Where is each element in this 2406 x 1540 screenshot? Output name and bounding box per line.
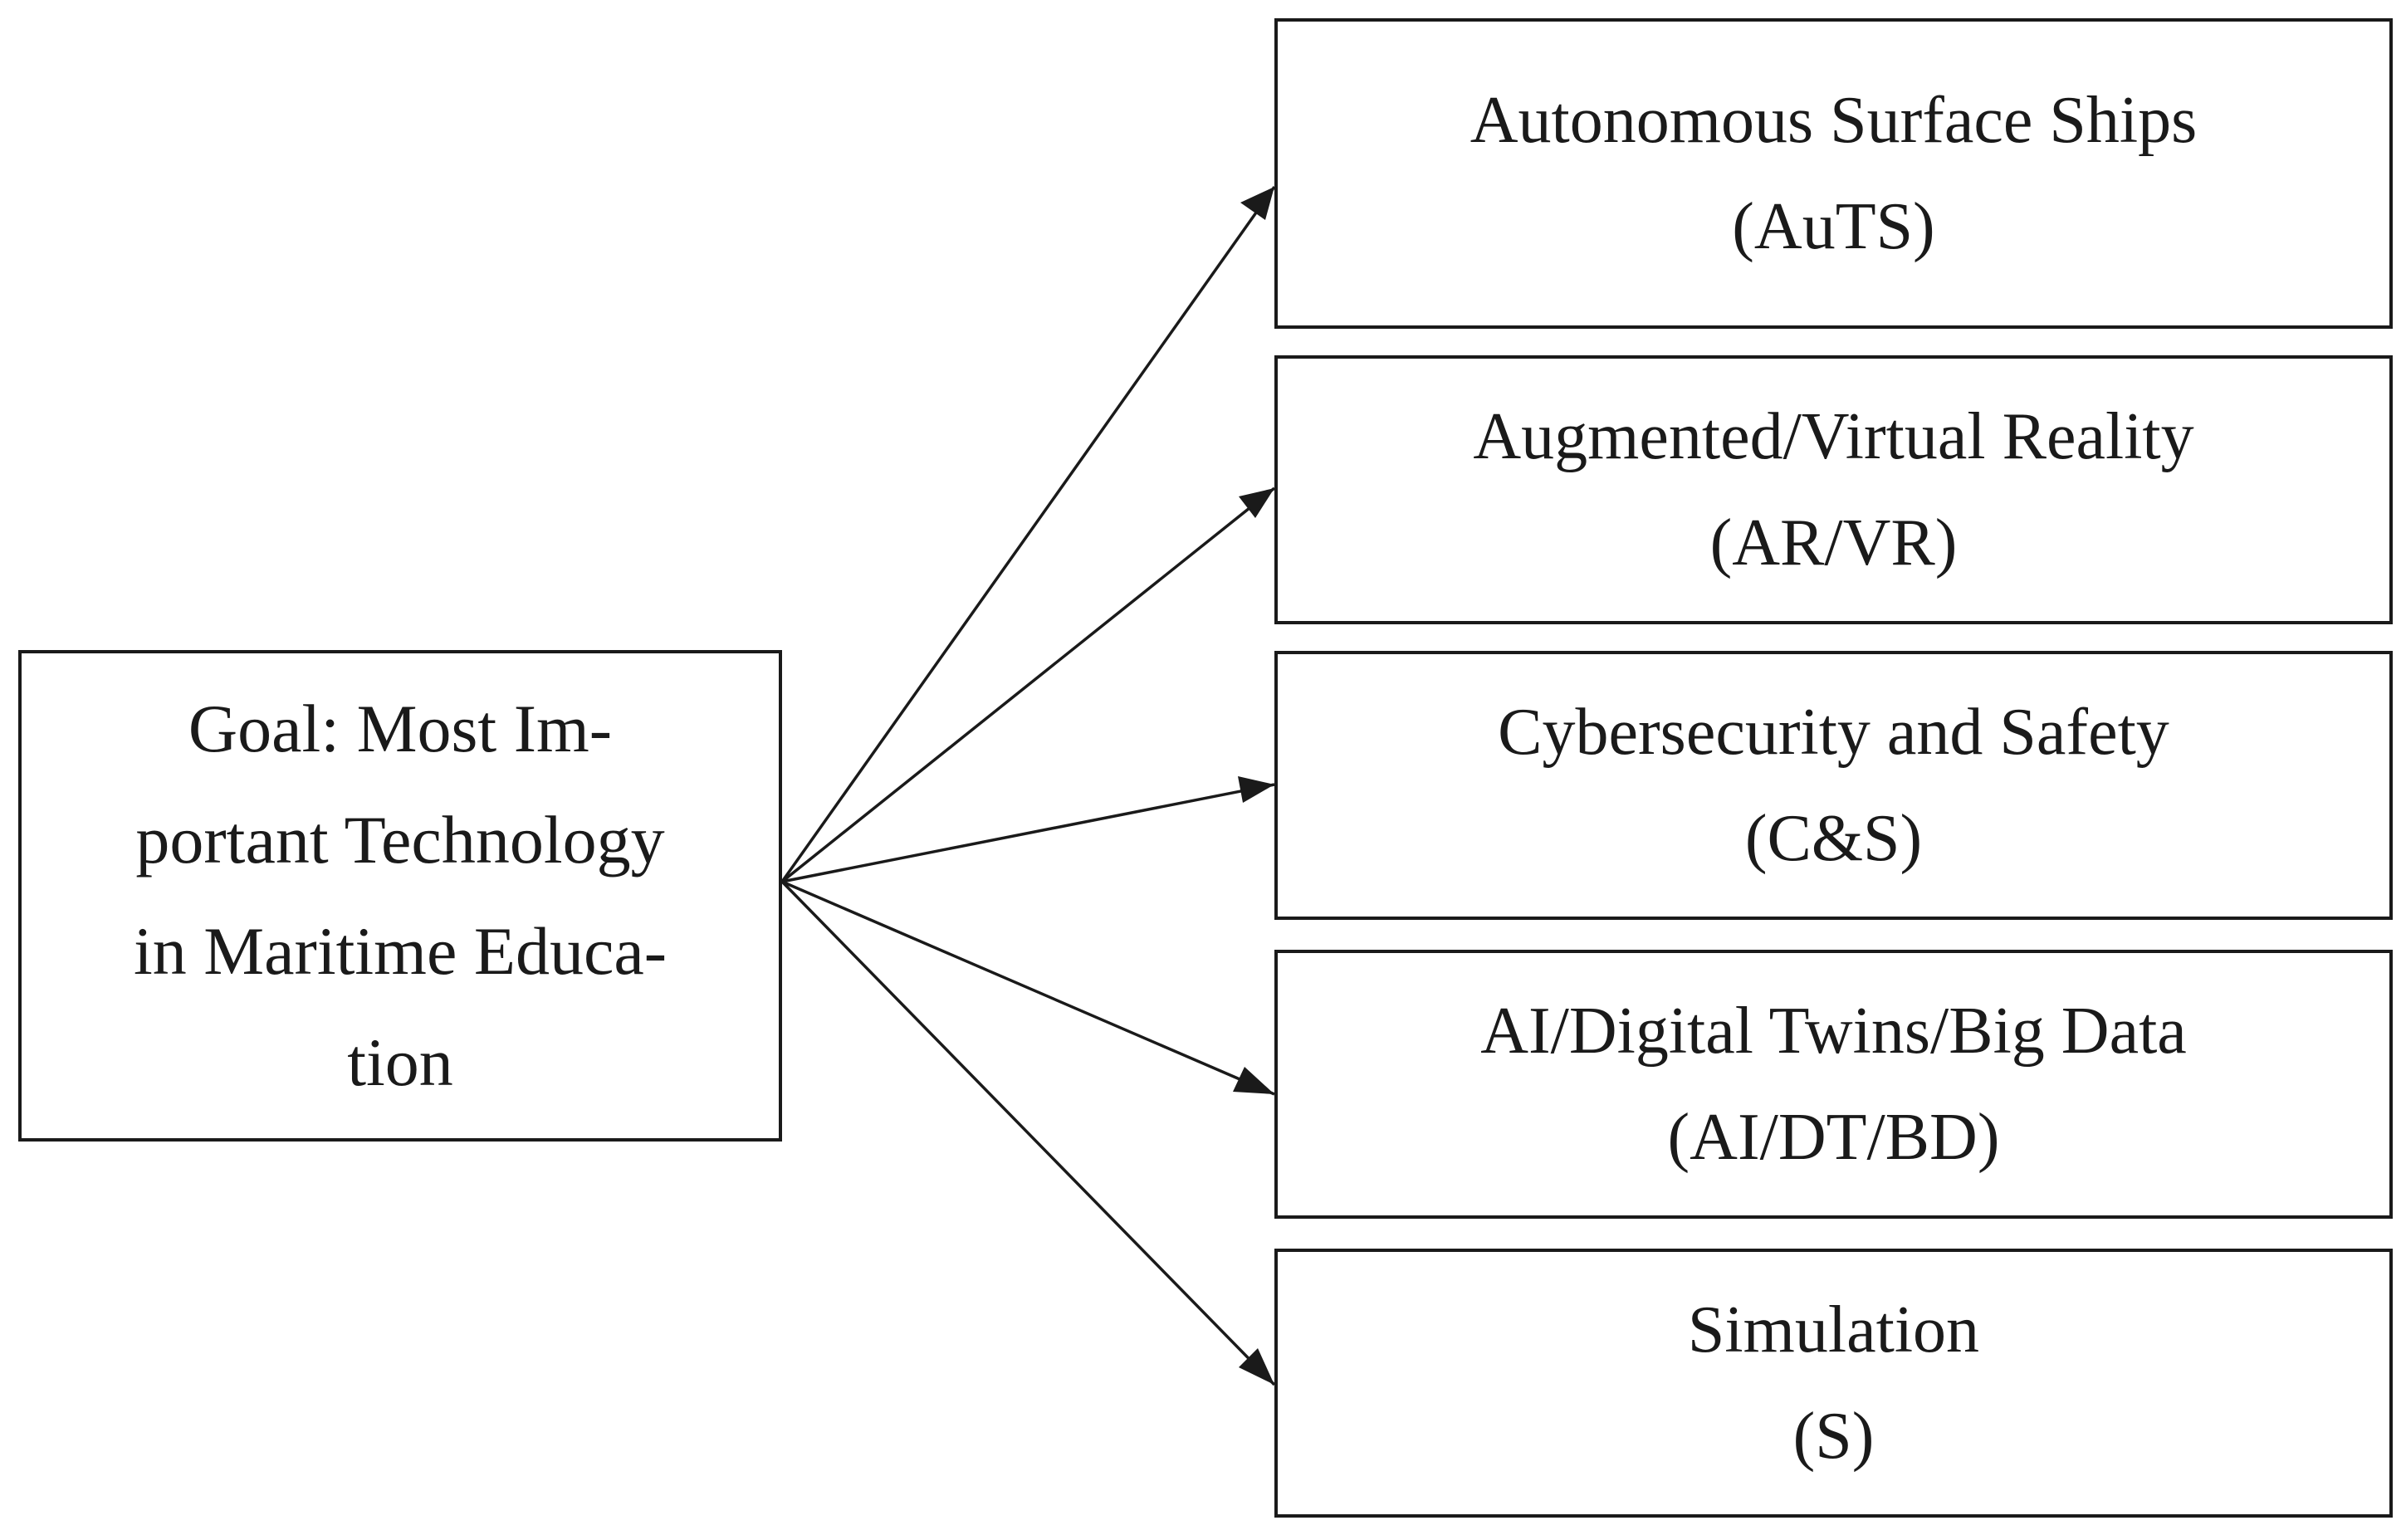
technology-name: AI/Digital Twins/Big Data [1480, 995, 2187, 1068]
technology-box-cs: Cybersecurity and Safety (C&S) [1274, 651, 2393, 920]
technology-abbreviation: (AR/VR) [1709, 506, 1958, 579]
technology-name: Augmented/Virtual Reality [1473, 400, 2194, 473]
goal-text-line: in Maritime Educa- [133, 913, 668, 989]
technology-abbreviation: (AI/DT/BD) [1667, 1101, 2000, 1174]
arrow-to-auts [780, 185, 1276, 883]
goal-box: Goal: Most Im- portant Technology in Mar… [18, 650, 782, 1142]
arrow-to-cs [781, 776, 1275, 883]
technology-box-auts: Autonomous Surface Ships (AuTS) [1274, 18, 2393, 329]
technology-box-ai: AI/Digital Twins/Big Data (AI/DT/BD) [1274, 950, 2393, 1219]
technology-name: Cybersecurity and Safety [1498, 696, 2169, 769]
technology-name: Simulation [1687, 1293, 1980, 1366]
goal-text-line: portant Technology [135, 802, 665, 878]
technology-box-arvr: Augmented/Virtual Reality (AR/VR) [1274, 355, 2393, 624]
technology-abbreviation: (AuTS) [1732, 190, 1935, 263]
technology-box-s: Simulation (S) [1274, 1249, 2393, 1518]
technology-name: Autonomous Surface Ships [1470, 84, 2198, 157]
arrow-to-ai [781, 880, 1275, 1096]
arrow-to-arvr [780, 486, 1276, 883]
goal-text-line: Goal: Most Im- [188, 691, 613, 766]
arrow-to-s [780, 880, 1276, 1386]
goal-text-line: tion [347, 1024, 453, 1100]
technology-abbreviation: (C&S) [1744, 802, 1923, 875]
technology-abbreviation: (S) [1792, 1400, 1875, 1473]
